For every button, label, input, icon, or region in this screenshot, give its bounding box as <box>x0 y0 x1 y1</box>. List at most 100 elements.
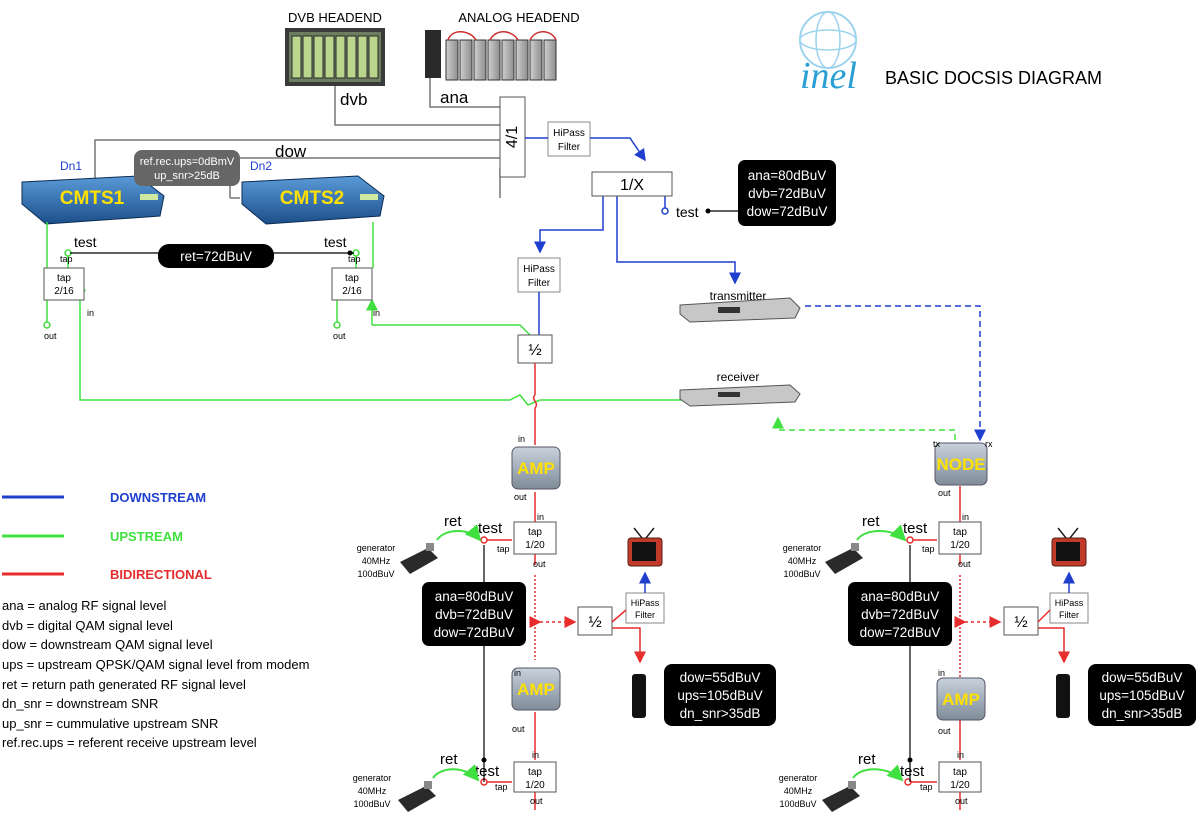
svg-text:tap: tap <box>60 254 73 264</box>
svg-text:ups=105dBuV: ups=105dBuV <box>677 688 762 703</box>
tap-1-20-top-right: tap 1/20 <box>938 521 982 555</box>
svg-text:generator: generator <box>357 543 396 553</box>
cmts2: CMTS2 <box>241 175 385 225</box>
svg-text:100dBuV: 100dBuV <box>783 569 820 579</box>
test-label-headend: test <box>676 204 699 220</box>
svg-text:tap: tap <box>953 767 967 778</box>
downstream-wiring <box>525 137 986 442</box>
svg-text:in: in <box>373 308 380 318</box>
svg-text:40MHz: 40MHz <box>358 786 387 796</box>
svg-text:rx: rx <box>985 439 993 449</box>
svg-text:dow=55dBuV: dow=55dBuV <box>1102 670 1183 685</box>
svg-text:Filter: Filter <box>558 142 581 153</box>
svg-text:1/20: 1/20 <box>950 540 970 551</box>
svg-text:test: test <box>475 763 500 780</box>
generator-top-right: generator 40MHz 100dBuV <box>783 543 863 579</box>
svg-text:in: in <box>537 512 544 522</box>
svg-text:ref.rec.ups=0dBmV: ref.rec.ups=0dBmV <box>140 156 235 168</box>
svg-text:ret: ret <box>858 751 876 768</box>
splitter-half-right: ½ <box>1003 606 1039 636</box>
svg-text:40MHz: 40MHz <box>784 786 813 796</box>
svg-text:out: out <box>938 726 951 736</box>
svg-text:dow=72dBuV: dow=72dBuV <box>434 625 515 640</box>
analog-headend-title: ANALOG HEADEND <box>458 10 579 25</box>
splitter-half-left: ½ <box>577 606 613 636</box>
svg-text:generator: generator <box>779 773 818 783</box>
svg-text:ret: ret <box>440 751 458 768</box>
svg-text:in: in <box>518 434 525 444</box>
modem-left-icon <box>632 674 646 718</box>
legend-bidirectional: BIDIRECTIONAL <box>110 567 212 582</box>
svg-text:1/20: 1/20 <box>950 780 970 791</box>
svg-text:½: ½ <box>528 342 541 359</box>
ana-signal-label: ana <box>440 88 469 107</box>
svg-text:dvb=72dBuV: dvb=72dBuV <box>748 186 826 201</box>
svg-text:out: out <box>44 331 57 341</box>
svg-text:2/16: 2/16 <box>342 286 362 297</box>
svg-text:transmitter: transmitter <box>710 289 767 303</box>
svg-text:AMP: AMP <box>517 459 555 478</box>
node: NODE <box>934 442 988 486</box>
transmitter: transmitter <box>679 289 801 323</box>
svg-text:receiver: receiver <box>717 370 760 384</box>
svg-text:in: in <box>957 750 964 760</box>
svg-text:out: out <box>514 492 527 502</box>
svg-text:HiPass: HiPass <box>523 264 555 275</box>
svg-text:tap: tap <box>922 544 935 554</box>
svg-text:100dBuV: 100dBuV <box>779 799 816 809</box>
svg-text:dn_snr>35dB: dn_snr>35dB <box>1102 706 1183 721</box>
svg-text:generator: generator <box>783 543 822 553</box>
receiver: receiver <box>679 370 801 407</box>
svg-text:100dBuV: 100dBuV <box>357 569 394 579</box>
svg-text:test: test <box>903 520 928 537</box>
tv-left-icon <box>627 527 663 567</box>
definitions: ana = analog RF signal level dvb = digit… <box>2 598 309 750</box>
cmts2-label: CMTS2 <box>280 188 344 209</box>
test-label-cmts2: test <box>324 234 347 250</box>
dvb-headend: DVB HEADEND <box>285 10 385 86</box>
svg-text:tap: tap <box>528 767 542 778</box>
svg-text:tap: tap <box>528 527 542 538</box>
svg-text:tap: tap <box>497 544 510 554</box>
combiner-label: 4/1 <box>504 126 521 148</box>
svg-text:test: test <box>900 763 925 780</box>
svg-text:½: ½ <box>588 614 601 631</box>
svg-text:ret: ret <box>444 513 462 530</box>
svg-text:1/20: 1/20 <box>525 540 545 551</box>
svg-text:dn_snr>35dB: dn_snr>35dB <box>680 706 761 721</box>
modem-levels-right: dow=55dBuV ups=105dBuV dn_snr>35dB <box>1088 664 1196 726</box>
dvb-headend-title: DVB HEADEND <box>288 10 382 25</box>
test-label-cmts1: test <box>74 234 97 250</box>
tap-1-20-top-left: tap 1/20 <box>513 521 557 555</box>
svg-text:ana=80dBuV: ana=80dBuV <box>861 589 939 604</box>
tap-1-20-bottom-left: tap 1/20 <box>513 761 557 793</box>
svg-text:HiPass: HiPass <box>631 598 660 608</box>
svg-text:tap: tap <box>495 782 508 792</box>
logo-text: inel <box>800 55 857 97</box>
amp-top-left: AMP <box>511 446 561 490</box>
svg-text:generator: generator <box>353 773 392 783</box>
svg-text:ana = analog RF signal level: ana = analog RF signal level <box>2 598 167 613</box>
svg-text:ups=105dBuV: ups=105dBuV <box>1099 688 1184 703</box>
svg-text:dvb=72dBuV: dvb=72dBuV <box>435 607 513 622</box>
svg-text:dn_snr = downstream SNR: dn_snr = downstream SNR <box>2 696 158 711</box>
svg-text:1/X: 1/X <box>620 177 644 194</box>
svg-text:ana=80dBuV: ana=80dBuV <box>748 168 826 183</box>
headend-levels-box: ana=80dBuV dvb=72dBuV dow=72dBuV <box>738 160 836 226</box>
hipass-filter-top: HiPass Filter <box>547 121 591 157</box>
page-title: BASIC DOCSIS DIAGRAM <box>885 68 1102 88</box>
modem-right-icon <box>1056 674 1070 718</box>
svg-text:out: out <box>333 331 346 341</box>
cmts1-label: CMTS1 <box>60 188 125 209</box>
svg-text:in: in <box>532 750 539 760</box>
generator-top-left: generator 40MHz 100dBuV <box>357 543 438 579</box>
logo: inel <box>799 11 857 97</box>
svg-text:in: in <box>962 512 969 522</box>
tap-2-16-right: tap 2/16 <box>331 267 373 301</box>
hipass-filter-left: HiPass Filter <box>625 592 665 624</box>
legend-downstream: DOWNSTREAM <box>110 490 206 505</box>
svg-text:Filter: Filter <box>528 278 551 289</box>
svg-text:up_snr = cummulative upstream: up_snr = cummulative upstream SNR <box>2 716 218 731</box>
dn2-label: Dn2 <box>250 159 272 173</box>
